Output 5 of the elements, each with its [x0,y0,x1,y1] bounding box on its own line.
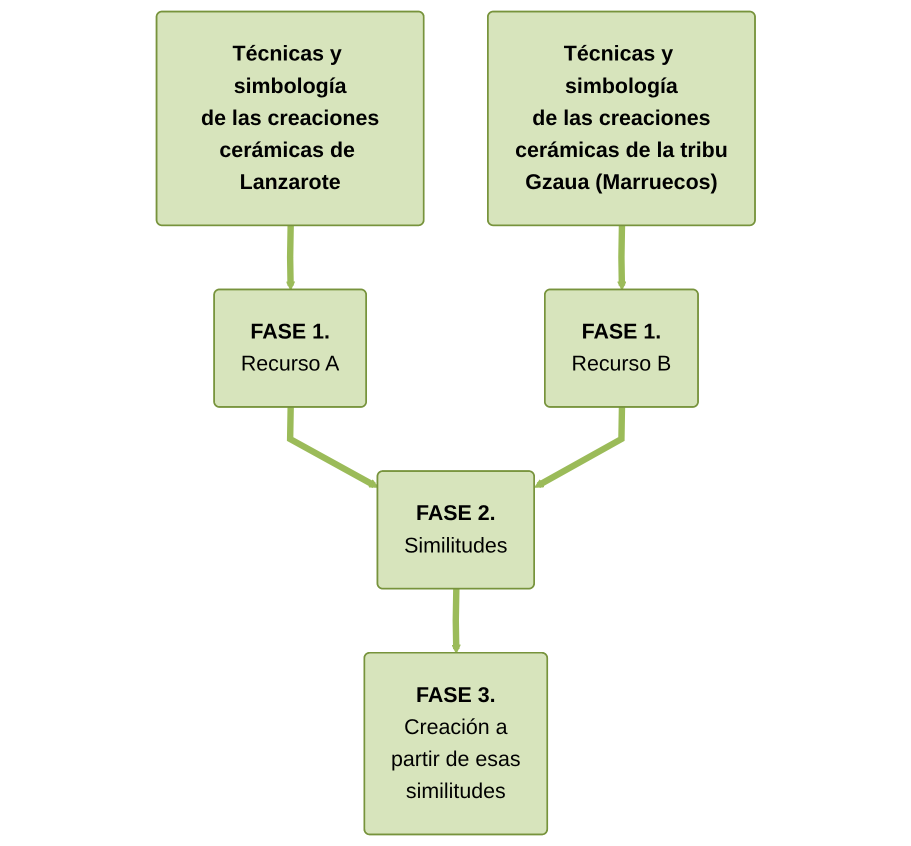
arrow [616,226,626,290]
arrow [286,226,295,290]
arrow [451,589,461,654]
arrow [534,407,625,488]
arrow [286,407,378,488]
